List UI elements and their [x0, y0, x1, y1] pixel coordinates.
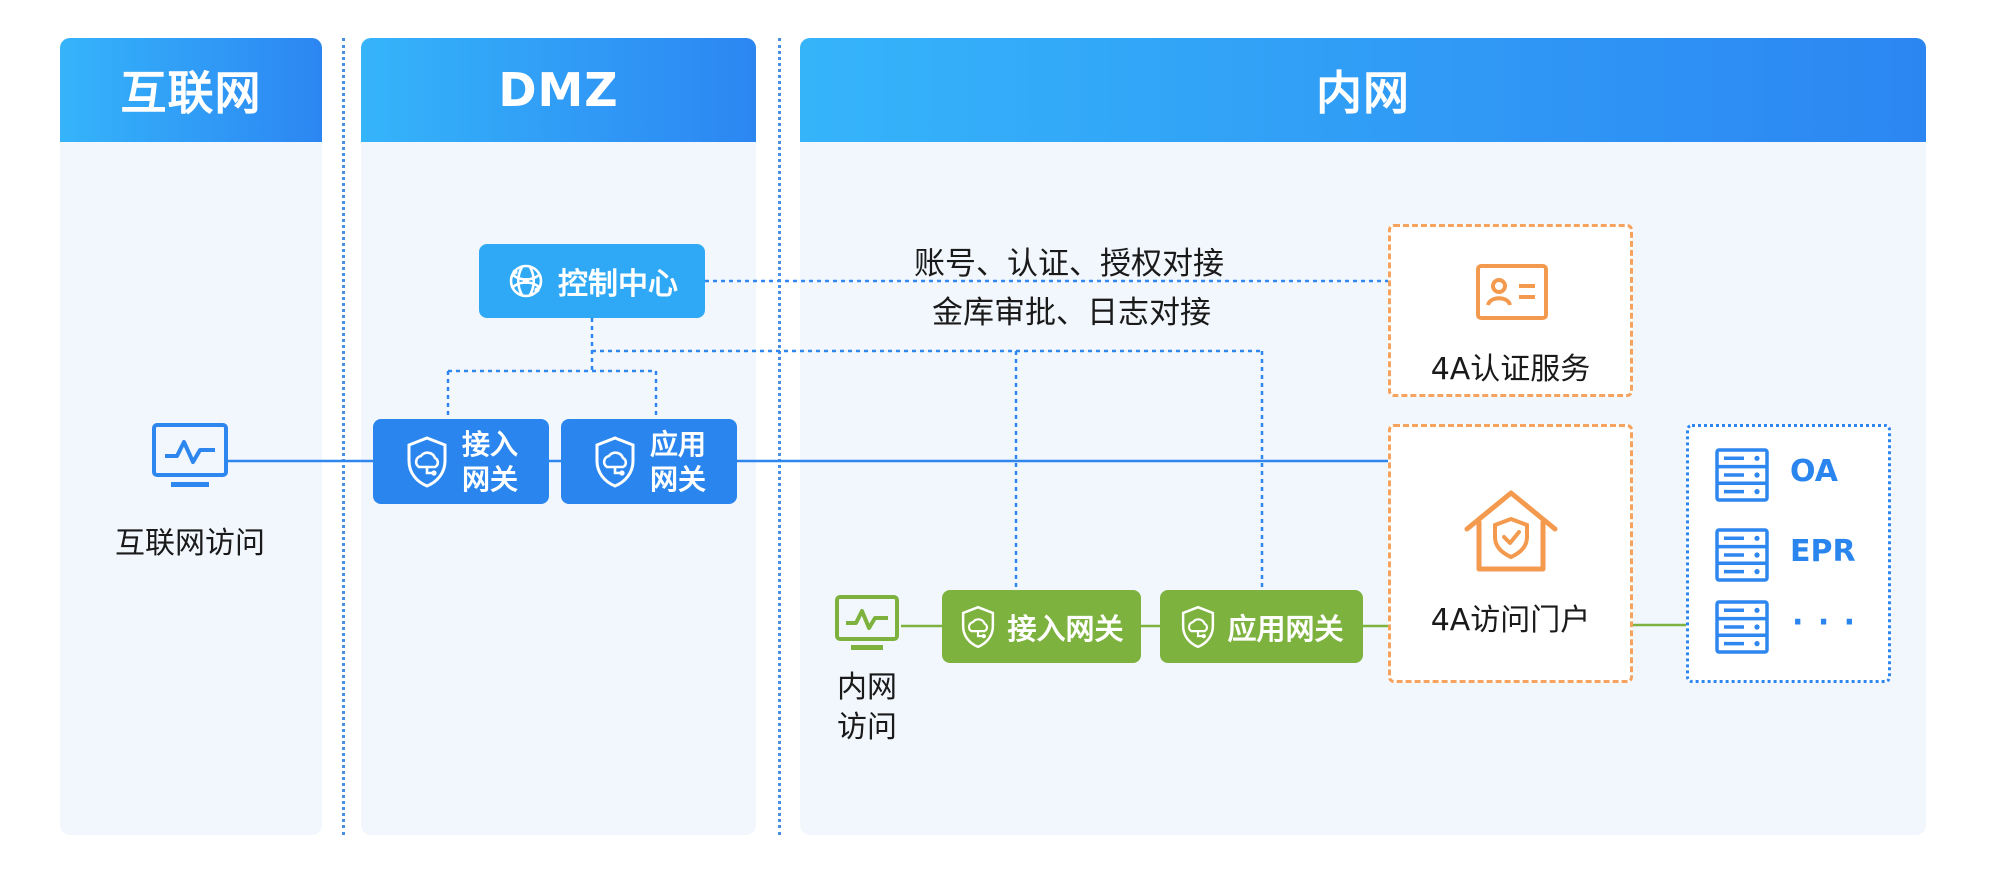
zone-dmz-title: DMZ — [361, 38, 756, 142]
app-label-oa: OA — [1790, 454, 1838, 489]
zone-divider-internet-dmz — [342, 38, 345, 835]
control-center-label: 控制中心 — [558, 267, 678, 302]
internet-access-label: 互联网访问 — [115, 526, 265, 561]
dmz-app-gateway-line1: 应用 — [649, 427, 706, 461]
monitor-activity-icon — [835, 595, 899, 650]
app-label-more: · · · — [1792, 605, 1858, 640]
zone-internet: 互联网 — [60, 38, 322, 835]
intranet-access-line2: 访问 — [837, 710, 897, 745]
dmz-app-gateway: 应用 网关 — [561, 419, 737, 504]
intranet-app-gateway: 应用网关 — [1160, 590, 1363, 663]
server-icon — [1715, 448, 1769, 502]
server-icon — [1715, 528, 1769, 582]
control-center-node: 控制中心 — [479, 244, 705, 318]
shield-cloud-icon — [595, 435, 635, 488]
access-portal-label: 4A访问门户 — [1430, 603, 1591, 638]
app-label-epr: EPR — [1790, 534, 1856, 569]
dmz-access-gateway-line1: 接入 — [461, 427, 518, 461]
edge-label-approval-log: 金库审批、日志对接 — [932, 295, 1211, 331]
auth-service-box: 4A认证服务 — [1388, 224, 1633, 397]
intranet-access-gateway-label: 接入网关 — [1007, 611, 1124, 646]
globe-network-icon — [509, 264, 543, 298]
link-control-dmz-gateways — [446, 318, 658, 419]
apps-box: OA EPR · · · — [1686, 424, 1891, 683]
edge-label-account-auth: 账号、认证、授权对接 — [914, 246, 1224, 282]
intranet-app-gateway-label: 应用网关 — [1227, 611, 1344, 646]
shield-cloud-icon — [962, 605, 995, 648]
shield-cloud-icon — [1182, 605, 1215, 648]
dmz-access-gateway: 接入 网关 — [373, 419, 549, 504]
auth-service-label: 4A认证服务 — [1430, 352, 1591, 387]
house-shield-icon — [1464, 490, 1558, 572]
intranet-access-line1: 内网 — [837, 670, 897, 705]
dmz-access-gateway-line2: 网关 — [461, 462, 518, 496]
zone-internet-title: 互联网 — [60, 38, 322, 142]
server-icon — [1715, 600, 1769, 654]
access-portal-box: 4A访问门户 — [1388, 424, 1633, 683]
dmz-app-gateway-line2: 网关 — [649, 462, 706, 496]
zone-intranet-title: 内网 — [800, 38, 1926, 142]
shield-cloud-icon — [407, 435, 447, 488]
monitor-activity-icon — [152, 423, 228, 487]
zone-divider-dmz-intranet — [778, 38, 781, 835]
id-card-icon — [1476, 264, 1548, 320]
intranet-access-label: 内网 访问 — [824, 668, 910, 748]
intranet-access-gateway: 接入网关 — [942, 590, 1141, 663]
